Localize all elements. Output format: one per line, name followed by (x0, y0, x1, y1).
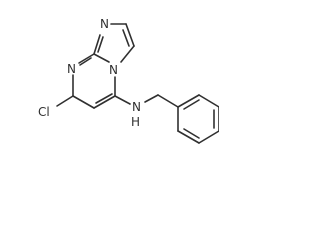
bond-n4-c8a (93, 53, 110, 63)
chemical-structure: N N N Cl N H (38, 17, 219, 144)
atom-label-chlorine: Cl (38, 105, 50, 119)
bond-c2-c3 (125, 23, 135, 47)
bond-c2-c3-double (122, 29, 130, 47)
bond-c6-c5-double (95, 93, 113, 104)
atom-label-n-bridgehead: N (109, 63, 118, 77)
bond-nh-ch2 (144, 94, 159, 103)
atom-label-n-imidazole: N (100, 17, 109, 31)
atom-label-amine-n: N (132, 100, 141, 114)
atom-label-n-pyrimidine: N (67, 62, 76, 76)
bond-c8a-n1-double (79, 57, 92, 66)
bond-ph-4 (198, 130, 219, 144)
bond-c6-c5 (93, 95, 116, 109)
atom-labels: N N N Cl N H (38, 17, 141, 129)
bond-ph-2 (198, 94, 219, 108)
bond-c8a-n1 (78, 53, 95, 64)
bond-c5-nh (114, 95, 131, 105)
bond-c8a-n-imid-double (97, 36, 104, 53)
bond-c7-c6 (72, 95, 95, 109)
bond-c7-cl (56, 95, 74, 107)
bond-ph-inner-1 (183, 99, 200, 110)
bond-ph-5 (177, 130, 200, 144)
bond-ph-1 (177, 94, 200, 108)
bond-c3-n4 (120, 45, 135, 63)
atom-label-amine-h: H (131, 115, 140, 129)
bond-ch2-ph (157, 94, 179, 108)
bond-ph-inner-3 (183, 128, 200, 139)
bonds (56, 23, 219, 144)
bond-c8a-n-imid (93, 34, 101, 55)
